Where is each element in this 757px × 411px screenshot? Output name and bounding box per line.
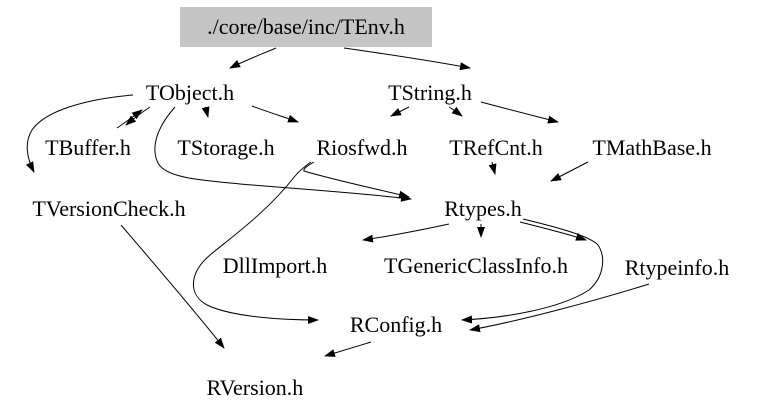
edge-trefcnt-to-rtypes [488,161,497,175]
edge-riosfwd-to-rconfig [192,161,319,324]
node-rconfig[interactable]: RConfig.h [349,311,443,337]
node-rtypeinfo[interactable]: Rtypeinfo.h [624,254,730,280]
edge-tstring-to-trefcnt [448,106,463,117]
edge-rconfig-to-rversion [324,341,372,357]
edge-tenv-to-tstring [343,47,471,71]
edge-tmathbase-to-rtypes [550,161,589,182]
node-tbuffer[interactable]: TBuffer.h [45,134,131,160]
node-tstring[interactable]: TString.h [388,79,472,105]
edge-tobject-to-tversioncheck [25,94,134,173]
node-rversion[interactable]: RVersion.h [206,374,304,400]
edge-tenv-to-tobject [229,47,277,69]
edge-tstring-to-tmathbase [480,101,559,124]
edge-tobject-to-rtypes [154,106,412,202]
edge-tobject-to-tbuffer [125,106,151,126]
node-tmathbase[interactable]: TMathBase.h [592,134,712,160]
node-riosfwd[interactable]: Riosfwd.h [316,134,408,160]
edge-rtypes-to-dllimport [362,223,450,243]
edge-tstring-to-riosfwd [390,106,410,117]
node-rtypes[interactable]: Rtypes.h [444,195,522,221]
node-tobject[interactable]: TObject.h [145,79,235,105]
edge-tbuffer-to-tobject [116,109,143,129]
node-dllimport[interactable]: DllImport.h [222,252,328,278]
edge-rtypes-to-rconfig [461,218,604,324]
edge-tversioncheck-to-rversion [120,224,225,349]
edge-tobject-to-riosfwd [251,105,299,123]
edge-tobject-to-tstorage [201,106,210,118]
edge-rtypes-to-rtypeinfo [519,221,587,241]
edge-rtypeinfo-to-rconfig [469,283,650,333]
node-tenv: ./core/base/inc/TEnv.h [180,7,432,47]
node-tgenericclassinfo[interactable]: TGenericClassInfo.h [384,252,568,278]
node-tstorage[interactable]: TStorage.h [177,134,275,160]
node-tversioncheck[interactable]: TVersionCheck.h [32,195,186,221]
node-trefcnt[interactable]: TRefCnt.h [449,134,543,160]
edge-riosfwd-to-rtypes [303,161,410,199]
edges-group [25,47,650,357]
